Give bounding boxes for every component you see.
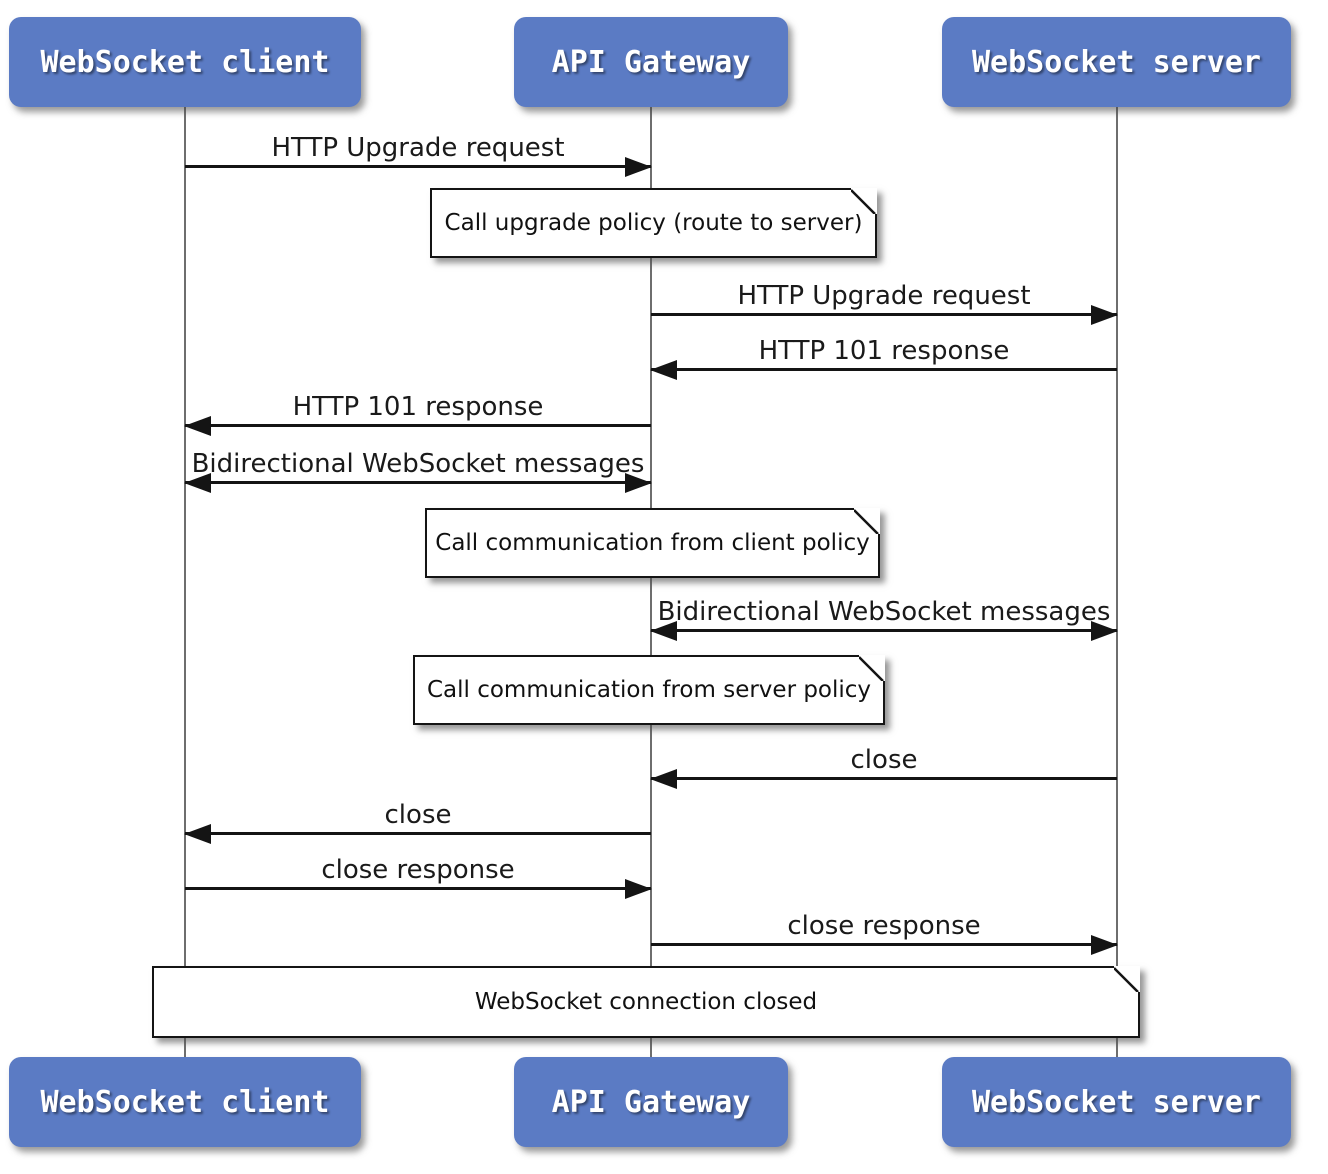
arrowhead-left	[184, 824, 211, 844]
message-line	[185, 165, 651, 168]
actor-label: WebSocket client	[40, 1084, 330, 1120]
message-http-upgrade-request-client-gateway: HTTP Upgrade request	[185, 133, 652, 177]
message-label: HTTP 101 response	[758, 336, 1010, 366]
arrowhead-left	[650, 360, 677, 380]
actor-label: API Gateway	[551, 44, 751, 80]
message-close-server-gateway: close	[650, 745, 1117, 789]
lifeline-api-gateway	[650, 107, 652, 1057]
message-label: close response	[787, 911, 981, 941]
actor-bottom-websocket-server: WebSocket server	[942, 1057, 1291, 1147]
note-text: WebSocket connection closed	[474, 989, 818, 1015]
message-line	[185, 887, 651, 890]
note-fold-corner-icon	[1114, 966, 1140, 992]
message-bidirectional-client-gateway: Bidirectional WebSocket messages	[184, 449, 652, 493]
message-close-gateway-client: close	[184, 800, 651, 844]
message-line	[651, 629, 1117, 632]
message-line	[185, 424, 651, 427]
arrowhead-left	[184, 416, 211, 436]
actor-top-websocket-server: WebSocket server	[942, 17, 1291, 107]
lifeline-websocket-server	[1116, 107, 1118, 1057]
arrowhead-right	[1091, 621, 1118, 641]
message-label: close	[384, 800, 452, 830]
lifeline-websocket-client	[184, 107, 186, 1057]
message-bidirectional-gateway-server: Bidirectional WebSocket messages	[650, 597, 1118, 641]
actor-label: WebSocket server	[972, 44, 1261, 80]
message-http-101-response-gateway-client: HTTP 101 response	[184, 392, 651, 436]
message-close-response-client-gateway: close response	[185, 855, 652, 899]
arrowhead-left	[650, 621, 677, 641]
message-line	[651, 368, 1117, 371]
note-fold-corner-icon	[851, 188, 877, 214]
note-call-communication-from-client-policy: Call communication from client policy	[425, 508, 880, 578]
actor-bottom-api-gateway: API Gateway	[514, 1057, 788, 1147]
message-close-response-gateway-server: close response	[651, 911, 1118, 955]
message-label: HTTP Upgrade request	[737, 281, 1031, 311]
message-label: HTTP 101 response	[292, 392, 544, 422]
message-label: close	[850, 745, 918, 775]
note-text: Call communication from server policy	[426, 677, 872, 703]
actor-label: WebSocket client	[40, 44, 330, 80]
arrowhead-right	[625, 473, 652, 493]
arrowhead-left	[184, 473, 211, 493]
note-text: Call communication from client policy	[435, 530, 870, 556]
arrowhead-right	[1091, 935, 1118, 955]
message-http-upgrade-request-gateway-server: HTTP Upgrade request	[651, 281, 1118, 325]
note-fold-corner-icon	[854, 508, 880, 534]
message-line	[185, 481, 651, 484]
note-text: Call upgrade policy (route to server)	[444, 210, 863, 236]
message-line	[651, 313, 1117, 316]
actor-top-api-gateway: API Gateway	[514, 17, 788, 107]
note-fold-corner-icon	[859, 655, 885, 681]
note-websocket-connection-closed: WebSocket connection closed	[152, 966, 1140, 1038]
message-line	[651, 943, 1117, 946]
message-line	[651, 777, 1117, 780]
note-call-communication-from-server-policy: Call communication from server policy	[413, 655, 885, 725]
message-line	[185, 832, 651, 835]
message-label: HTTP Upgrade request	[271, 133, 565, 163]
message-label: Bidirectional WebSocket messages	[191, 449, 645, 479]
arrowhead-right	[625, 879, 652, 899]
actor-top-websocket-client: WebSocket client	[9, 17, 361, 107]
actor-bottom-websocket-client: WebSocket client	[9, 1057, 361, 1147]
arrowhead-right	[625, 157, 652, 177]
message-label: close response	[321, 855, 515, 885]
actor-label: WebSocket server	[972, 1084, 1261, 1120]
note-call-upgrade-policy: Call upgrade policy (route to server)	[430, 188, 877, 258]
arrowhead-right	[1091, 305, 1118, 325]
actor-label: API Gateway	[551, 1084, 751, 1120]
arrowhead-left	[650, 769, 677, 789]
message-http-101-response-server-gateway: HTTP 101 response	[650, 336, 1117, 380]
message-label: Bidirectional WebSocket messages	[657, 597, 1111, 627]
